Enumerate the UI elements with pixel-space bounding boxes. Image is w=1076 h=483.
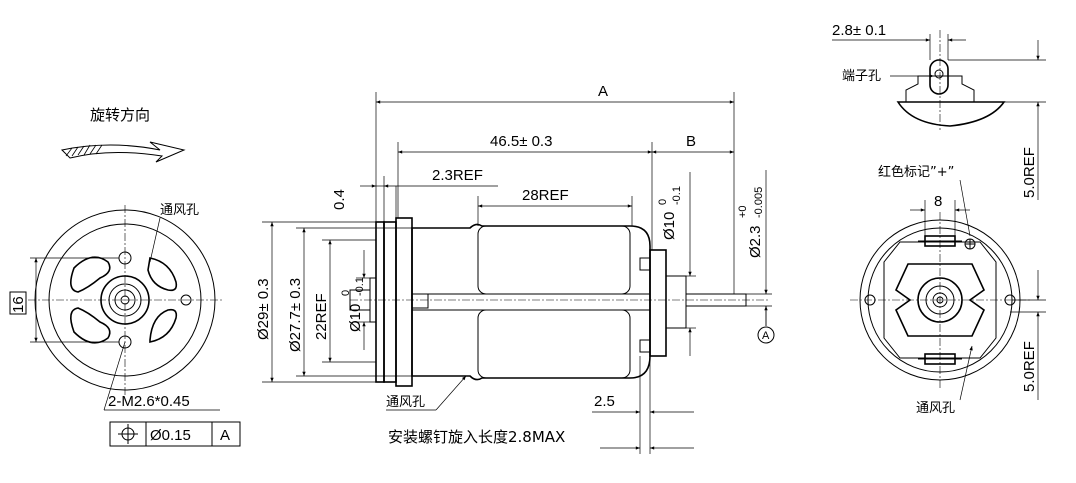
dim-16-label: 16 xyxy=(10,296,27,313)
screw-depth-note: 安装螺钉旋入长度2.8MAX xyxy=(388,428,565,446)
dim-2-5-label: 2.5 xyxy=(594,393,615,410)
dim-d10-rear-tol-lower: -0.1 xyxy=(671,186,683,205)
rotation-direction-label: 旋转方向 xyxy=(90,106,150,124)
dim-shaft-tol-lower: -0.005 xyxy=(753,187,765,218)
rear-bearing-boss xyxy=(665,275,687,329)
dim-46-5-label: 46.5± 0.3 xyxy=(490,133,552,150)
terminal-base xyxy=(896,101,1006,127)
dim-A-label: A xyxy=(598,83,608,100)
dim-22ref-label: 22REF xyxy=(313,293,330,340)
dim-0-4-label: 0.4 xyxy=(331,189,348,210)
dim-d27-7-label: Ø27.7± 0.3 xyxy=(287,278,304,352)
rear-end-cap xyxy=(649,249,667,357)
thread-label: 2-M2.6*0.45 xyxy=(108,393,190,410)
tolerance-value: Ø0.15 xyxy=(150,427,191,444)
datum-A-marker xyxy=(757,326,775,344)
tolerance-frame: Ø0.15 A xyxy=(109,421,241,447)
terminal-lug xyxy=(929,59,949,95)
side-vent-label: 通风孔 xyxy=(386,395,425,410)
shaft xyxy=(685,293,747,307)
vent-slot xyxy=(70,307,111,344)
vent-slot xyxy=(147,257,178,292)
front-vent-label: 通风孔 xyxy=(160,203,199,218)
dim-d10-rear-tol-upper: 0 xyxy=(657,199,669,205)
dim-28ref-label: 28REF xyxy=(522,187,569,204)
front-bearing-boss xyxy=(100,275,150,325)
vent-slot xyxy=(70,256,111,293)
rear-vent xyxy=(894,263,986,337)
datum-A-label: A xyxy=(762,330,770,342)
rear-view: 红色标记”+” 8 xyxy=(850,164,1046,416)
dim-d10-front-tol-lower: -0.1 xyxy=(354,277,366,296)
dim-d10-front-tol-upper: 0 xyxy=(340,290,352,296)
terminal-hole-label: 端子孔 xyxy=(842,69,881,84)
red-mark-label: 红色标记”+” xyxy=(878,164,954,180)
dim-d10-front-label: Ø10 xyxy=(347,304,364,332)
tolerance-datum: A xyxy=(220,427,230,444)
dim-2-8-label: 2.8± 0.1 xyxy=(832,22,886,39)
dim-d29-label: Ø29± 0.3 xyxy=(255,278,272,340)
dim-d10-rear-label: Ø10 xyxy=(661,212,678,240)
rear-end-plate xyxy=(883,241,997,359)
rear-bearing-boss xyxy=(917,277,963,323)
rotation-arrow-icon xyxy=(60,141,186,163)
position-icon xyxy=(118,424,138,444)
rear-5ref-label: 5.0REF xyxy=(1021,341,1038,392)
dim-8-label: 8 xyxy=(934,193,942,210)
top-5ref-label: 5.0REF xyxy=(1021,147,1038,198)
terminal-hole xyxy=(934,69,944,79)
front-flange xyxy=(375,221,385,383)
dim-B-label: B xyxy=(686,133,696,150)
side-view: A 46.5± 0.3 B 2.3REF 0.4 28REF Ø29± 0.3 … xyxy=(255,83,775,454)
motor-can xyxy=(411,223,651,381)
dim-2-3ref-label: 2.3REF xyxy=(432,167,483,184)
rear-vent-label: 通风孔 xyxy=(916,401,955,416)
alignment-hole xyxy=(180,294,192,306)
dim-shaft-label: Ø2.3 xyxy=(747,225,764,258)
magnet-top xyxy=(477,225,631,295)
vent-slot xyxy=(149,308,178,343)
front-end-cap xyxy=(395,217,413,387)
front-view: 旋转方向 1 xyxy=(9,106,241,447)
magnet-bottom xyxy=(477,309,631,379)
terminal-view: 2.8± 0.1 端子孔 5.0REF xyxy=(832,22,1046,200)
dim-shaft-tol-upper: +0 xyxy=(737,205,749,218)
